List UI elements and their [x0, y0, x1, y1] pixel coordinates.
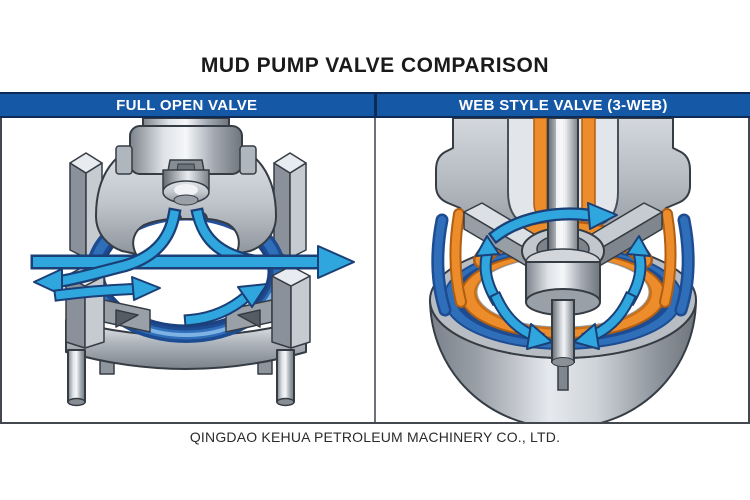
flow-arrowhead-right [317, 245, 355, 279]
post-top [273, 152, 307, 174]
comparison-header-bar: FULL OPEN VALVE WEB STYLE VALVE (3-WEB) [0, 92, 750, 118]
flow-arrowhead-up [626, 235, 651, 257]
valve-body [95, 118, 277, 255]
collar-lug-left [115, 145, 133, 175]
bracket-notch [115, 309, 139, 328]
lower-rod [551, 299, 575, 363]
valve-opening [102, 217, 270, 327]
base-leg-front-left [67, 349, 86, 403]
post-face [271, 275, 292, 349]
poppet-nose [173, 194, 199, 206]
page-title: MUD PUMP VALVE COMPARISON [200, 54, 550, 77]
post-face [290, 275, 311, 349]
post-face [69, 162, 87, 259]
bracket-notch [237, 309, 261, 328]
rod-foot [551, 357, 575, 367]
insert-section-left [533, 118, 548, 222]
flow-arrowhead [587, 202, 618, 230]
flow-arrowhead [237, 283, 268, 308]
flow-arrowhead [131, 276, 161, 301]
leg-foot [276, 397, 295, 407]
poppet-highlight [174, 184, 198, 196]
panel-divider [374, 118, 376, 422]
right-panel-header: WEB STYLE VALVE (3-WEB) [458, 96, 668, 114]
flow-arrowhead [526, 323, 553, 350]
flow-arrows [475, 202, 651, 350]
full-open-valve-illustration [30, 118, 355, 407]
base-leg-front-right [276, 349, 295, 403]
seat-base-flange [65, 319, 307, 407]
web-style-valve-illustration [429, 118, 697, 422]
comparison-panels [0, 118, 750, 424]
post-top [69, 152, 103, 174]
header-divider [373, 94, 377, 116]
panel-full-open-valve [2, 118, 374, 422]
post-face [289, 162, 307, 259]
company-name: QINGDAO KEHUA PETROLEUM MACHINERY CO., L… [189, 429, 561, 445]
panel-web-style-valve [376, 118, 748, 422]
stem-highlight [556, 119, 563, 262]
flow-arrows [30, 207, 355, 327]
leg-foot [67, 397, 86, 407]
flow-arrowhead-left [33, 268, 63, 296]
upper-guide-posts [69, 152, 307, 259]
left-panel-header: FULL OPEN VALVE [116, 96, 258, 114]
flow-arrowhead [573, 323, 600, 350]
valve-stem-assembly [525, 118, 601, 391]
collar-lug-right [239, 145, 257, 175]
flow-arrowhead-up [475, 235, 500, 257]
